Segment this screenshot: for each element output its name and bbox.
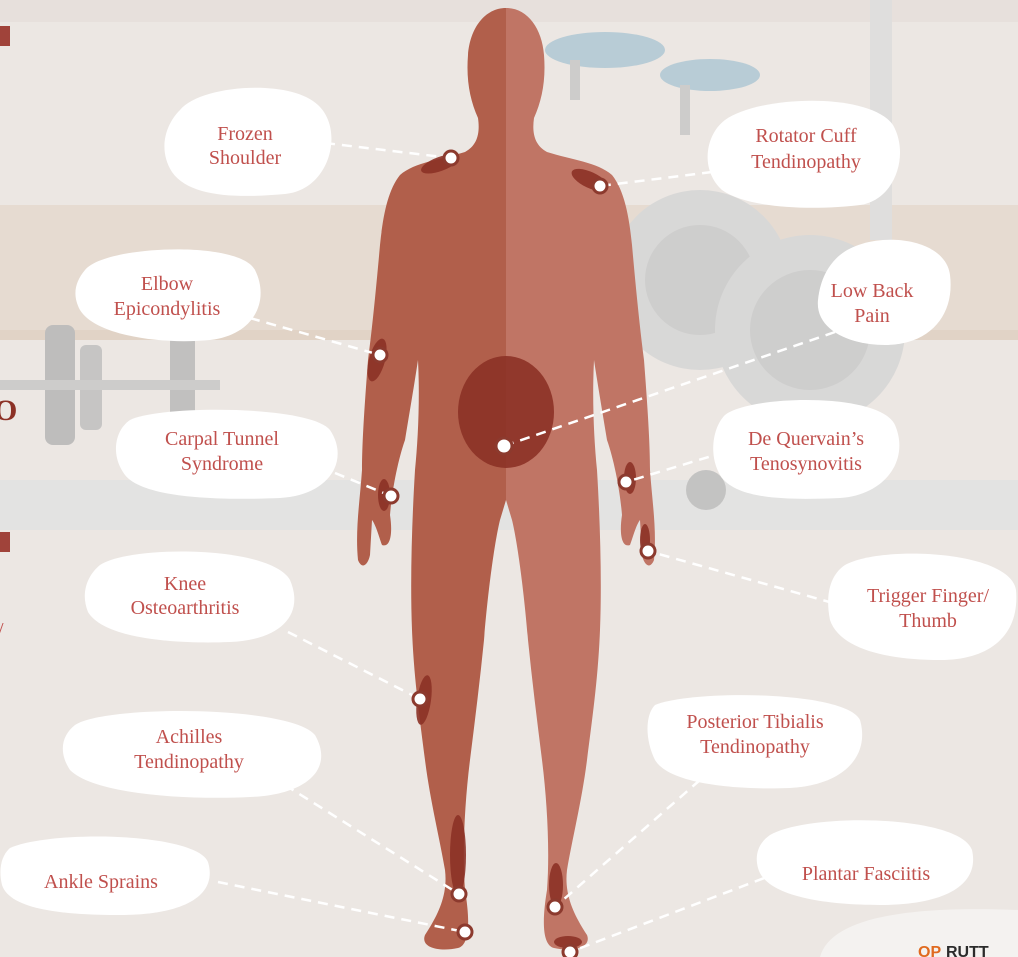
label-posterior-tibialis: Posterior Tibialis Tendinopathy xyxy=(648,695,863,788)
svg-text:Thumb: Thumb xyxy=(899,610,957,632)
svg-text:Knee: Knee xyxy=(164,573,206,595)
marker-frozen-shoulder xyxy=(444,151,458,165)
svg-text:Tendinopathy: Tendinopathy xyxy=(751,151,861,173)
svg-text:Posterior Tibialis: Posterior Tibialis xyxy=(686,711,823,733)
svg-text:Epicondylitis: Epicondylitis xyxy=(114,298,221,320)
marker-de-quervains xyxy=(619,475,633,489)
label-knee-osteoarthritis: Knee Osteoarthritis xyxy=(85,551,295,642)
marker-carpal-tunnel xyxy=(384,489,398,503)
svg-text:Plantar Fasciitis: Plantar Fasciitis xyxy=(802,863,931,885)
marker-knee xyxy=(413,692,427,706)
side-marker xyxy=(0,532,10,552)
logo-part1: OP xyxy=(918,944,941,957)
svg-text:Tendinopathy: Tendinopathy xyxy=(134,751,244,773)
label-rotator-cuff: Rotator Cuff Tendinopathy xyxy=(708,101,900,208)
side-marker xyxy=(0,26,10,46)
marker-plantar-fasciitis xyxy=(563,945,577,957)
label-plantar-fasciitis: Plantar Fasciitis xyxy=(757,820,973,905)
svg-text:Frozen: Frozen xyxy=(217,123,273,145)
svg-text:Osteoarthritis: Osteoarthritis xyxy=(131,597,240,619)
svg-text:Low Back: Low Back xyxy=(831,280,914,302)
side-slash: / xyxy=(0,619,4,641)
logo-part2: RUTT xyxy=(946,944,989,957)
region-achilles xyxy=(450,815,466,895)
svg-text:De Quervain’s: De Quervain’s xyxy=(748,428,864,450)
side-letter: O xyxy=(0,394,17,427)
svg-text:Tendinopathy: Tendinopathy xyxy=(700,736,810,758)
svg-text:Rotator Cuff: Rotator Cuff xyxy=(755,125,857,147)
svg-text:Ankle Sprains: Ankle Sprains xyxy=(44,871,158,893)
svg-text:Syndrome: Syndrome xyxy=(181,453,263,475)
svg-text:Tenosynovitis: Tenosynovitis xyxy=(750,453,862,475)
label-trigger-finger: Trigger Finger/ Thumb xyxy=(828,554,1016,660)
label-elbow-epicondylitis: Elbow Epicondylitis xyxy=(75,249,260,341)
marker-elbow xyxy=(373,348,387,362)
svg-text:Pain: Pain xyxy=(854,305,890,327)
marker-achilles xyxy=(452,887,466,901)
svg-text:Elbow: Elbow xyxy=(141,273,194,295)
label-achilles: Achilles Tendinopathy xyxy=(63,711,321,798)
marker-posterior-tibialis xyxy=(548,900,562,914)
label-de-quervains: De Quervain’s Tenosynovitis xyxy=(713,400,899,499)
marker-trigger-finger xyxy=(641,544,655,558)
svg-text:Carpal Tunnel: Carpal Tunnel xyxy=(165,428,279,450)
label-carpal-tunnel: Carpal Tunnel Syndrome xyxy=(116,410,338,499)
label-ankle-sprains: Ankle Sprains xyxy=(0,836,209,915)
svg-text:Trigger Finger/: Trigger Finger/ xyxy=(867,585,989,607)
svg-text:Shoulder: Shoulder xyxy=(209,147,282,169)
svg-text:Achilles: Achilles xyxy=(156,726,223,748)
marker-rotator-cuff xyxy=(593,179,607,193)
label-frozen-shoulder: Frozen Shoulder xyxy=(164,88,331,196)
marker-ankle-sprains xyxy=(458,925,472,939)
marker-low-back xyxy=(496,438,512,454)
